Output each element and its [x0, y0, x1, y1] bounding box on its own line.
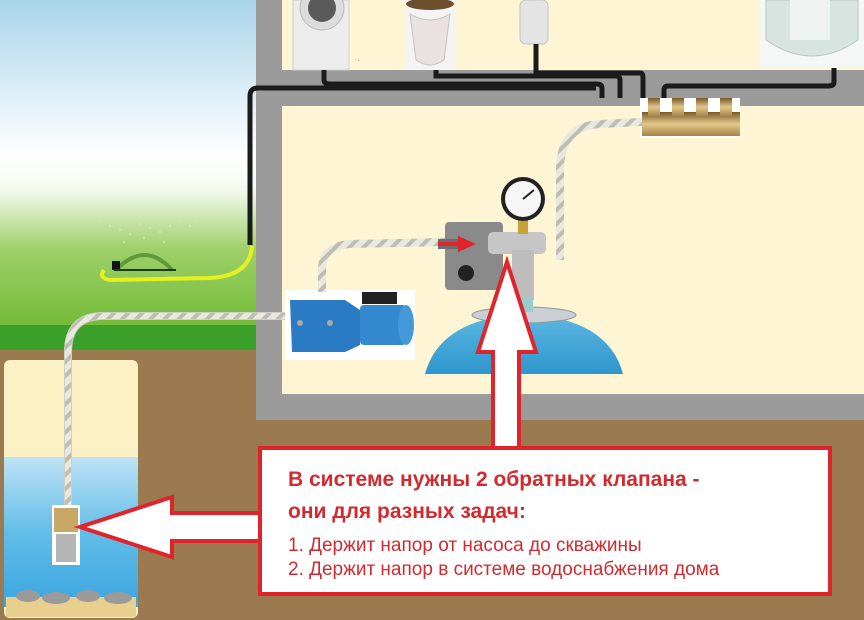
brass-manifold-icon: [640, 98, 740, 138]
explanation-callout: В системе нужны 2 обратных клапана - они…: [258, 446, 832, 596]
shower-cabin-icon: [760, 0, 864, 68]
house-pipes: [247, 44, 837, 245]
surface-pump-icon: [285, 290, 415, 360]
well-check-valve-icon: [52, 505, 80, 565]
five-way-fitting-icon: [488, 232, 546, 312]
callout-items: 1. Держит напор от насоса до скважины 2.…: [288, 534, 828, 582]
callout-heading-line-1: В системе нужны 2 обратных клапана -: [288, 468, 700, 491]
house-supply-hose: [556, 118, 643, 260]
arrow-to-house-check-valve: [475, 255, 539, 452]
callout-heading: В системе нужны 2 обратных клапана - они…: [288, 464, 828, 528]
callout-heading-line-2: они для разных задач:: [288, 500, 526, 523]
callout-item-1: 1. Держит напор от насоса до скважины: [288, 535, 642, 556]
toilet-icon: [405, 0, 455, 70]
washing-machine-icon: [292, 0, 359, 71]
water-heater-icon: [519, 0, 549, 45]
flow-direction-arrow-icon: [438, 236, 476, 252]
sky-and-lawn: [0, 0, 262, 345]
soil-strip-under-house: [256, 420, 864, 450]
arrow-to-well-check-valve: [73, 494, 264, 560]
callout-item-2: 2. Держит напор в системе водоснабжения …: [288, 559, 720, 580]
pressure-gauge-icon: [501, 177, 545, 234]
pressure-hose: [318, 238, 446, 292]
grass-strip: [0, 325, 262, 350]
lawn-sprinkler-icon: [99, 221, 254, 283]
